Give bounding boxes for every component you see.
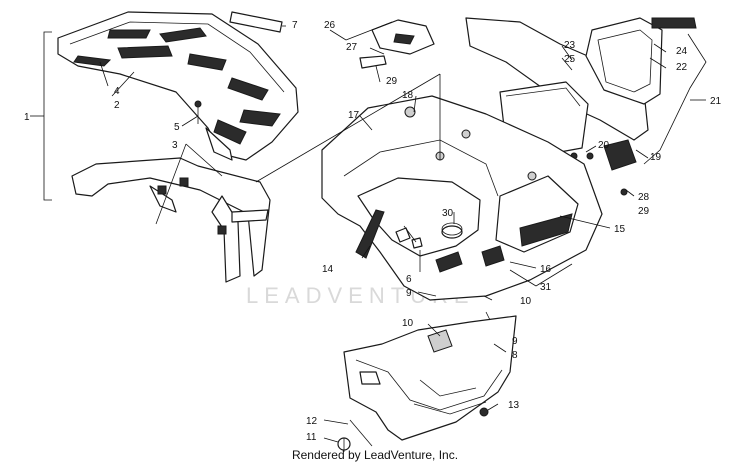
- callout-15: 15: [614, 224, 626, 235]
- callout-9-lower: 9: [512, 336, 518, 347]
- callout-13: 13: [508, 400, 520, 411]
- side-panel-strip: [355, 209, 385, 259]
- callout-18: 18: [402, 90, 414, 101]
- callout-9-upper: 9: [406, 288, 412, 299]
- callout-10-left: 10: [402, 318, 414, 329]
- callout-27: 27: [346, 42, 358, 53]
- callout-17: 17: [348, 110, 360, 121]
- callout-7: 7: [292, 20, 298, 31]
- callout-11: 11: [306, 432, 317, 443]
- callout-12: 12: [306, 416, 318, 427]
- bolt: [194, 100, 202, 124]
- callout-14: 14: [322, 264, 334, 275]
- callout-4: 4: [114, 86, 120, 97]
- callout-31: 31: [540, 282, 552, 293]
- callout-20: 20: [598, 140, 610, 151]
- clip-parts: [395, 227, 423, 272]
- rear-rack: [57, 11, 299, 161]
- fuel-cap: [441, 222, 463, 239]
- callout-21: 21: [710, 96, 722, 107]
- callout-25: 25: [564, 54, 576, 65]
- callout-19: 19: [650, 152, 662, 163]
- callout-22: 22: [676, 62, 688, 73]
- leader-lines: [99, 25, 667, 443]
- callout-3: 3: [172, 140, 178, 151]
- callout-6: 6: [406, 274, 412, 285]
- callout-28: 28: [638, 192, 650, 203]
- rack-tube-frame: [71, 157, 271, 283]
- callouts: 1 2 3 4 5 6 7 8 9 9 10 10 11 12 13 14 15…: [24, 20, 722, 443]
- small-hardware: [337, 152, 628, 452]
- callout-8: 8: [512, 350, 518, 361]
- render-credit: Rendered by LeadVenture, Inc.: [291, 448, 459, 462]
- callout-5: 5: [174, 122, 180, 133]
- callout-2: 2: [114, 100, 120, 111]
- callout-10-right: 10: [520, 296, 532, 307]
- callout-24: 24: [676, 46, 688, 57]
- decal-strip: [229, 11, 283, 33]
- callout-30: 30: [442, 208, 454, 219]
- bracket-group: [359, 19, 435, 69]
- callout-23: 23: [564, 40, 576, 51]
- callout-16: 16: [540, 264, 552, 275]
- group-brackets: [30, 21, 707, 201]
- callout-1: 1: [24, 112, 30, 123]
- footwell: [343, 315, 517, 441]
- callout-29-lower: 29: [638, 206, 650, 217]
- callout-26: 26: [324, 20, 336, 31]
- callout-29-upper: 29: [386, 76, 398, 87]
